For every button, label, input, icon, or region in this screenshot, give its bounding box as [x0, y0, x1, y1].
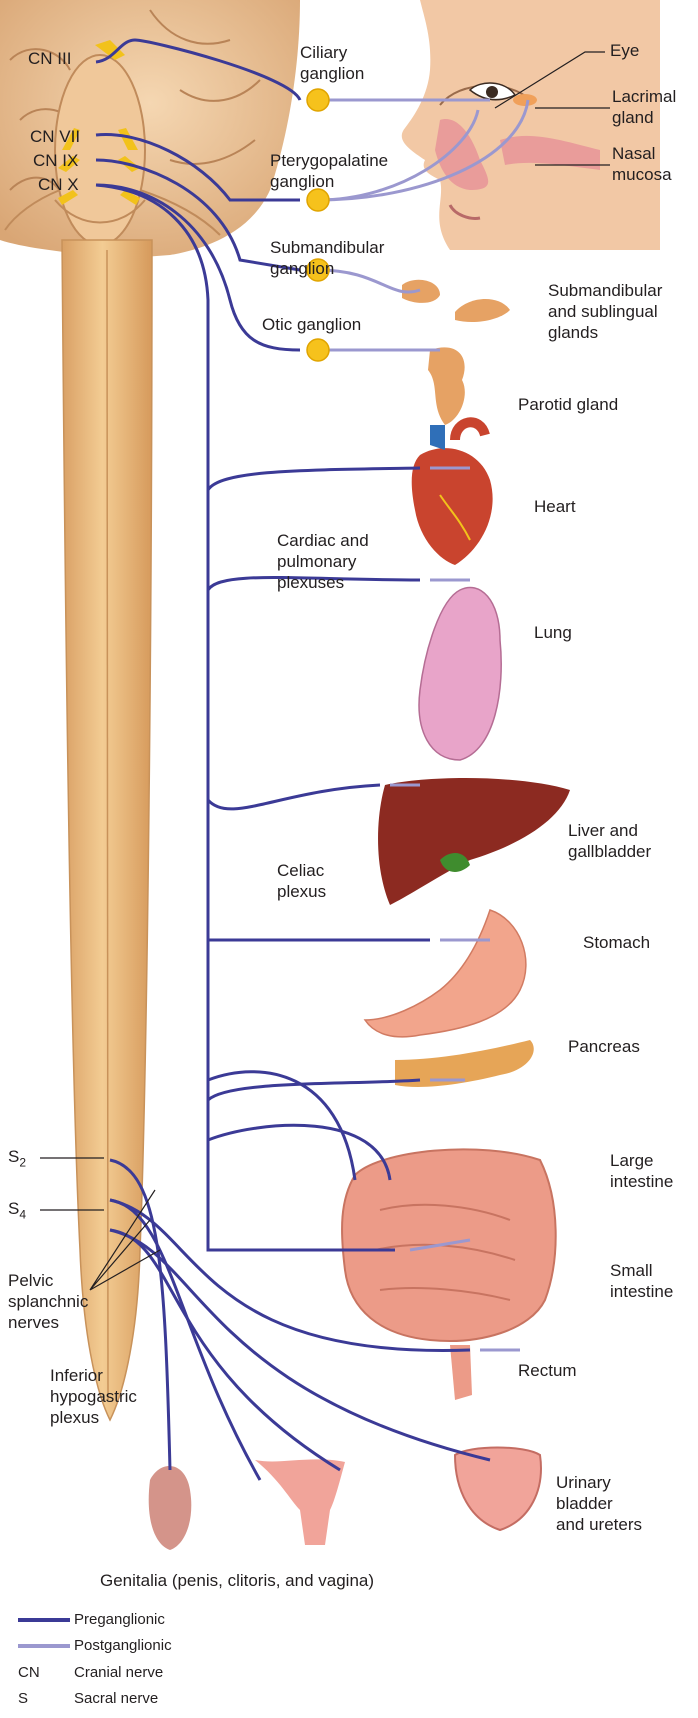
salivary-glands [402, 280, 510, 425]
genitalia-label: Genitalia (penis, clitoris, and vagina) [100, 1570, 374, 1591]
intestine-illustration [342, 1149, 556, 1341]
eye-label: Eye [610, 40, 639, 61]
legend-preganglionic: Preganglionic [74, 1611, 165, 1629]
legend-cn-text: Cranial nerve [74, 1664, 163, 1682]
stomach-label: Stomach [583, 932, 650, 953]
cn-vii-label: CN VII [30, 126, 80, 147]
heart-illustration [412, 422, 493, 565]
liver-illustration [378, 778, 570, 905]
genitalia-illustrations [149, 1448, 541, 1551]
lung-label: Lung [534, 622, 572, 643]
cn-x-label: CN X [38, 174, 79, 195]
lung-illustration [419, 587, 501, 760]
stomach-illustration [365, 910, 526, 1037]
legend-cn-abbr: CN [18, 1664, 40, 1682]
s4-label: S4 [8, 1198, 26, 1225]
cn-ix-label: CN IX [33, 150, 78, 171]
legend-s-text: Sacral nerve [74, 1690, 158, 1708]
legend-s-abbr: S [18, 1690, 28, 1708]
s2-label: S2 [8, 1146, 26, 1173]
heart-label: Heart [534, 496, 576, 517]
legend-postganglionic: Postganglionic [74, 1637, 172, 1655]
cn-iii-label: CN III [28, 48, 71, 69]
pterygopalatine-ganglion-node [307, 189, 329, 211]
parotid-gland-label: Parotid gland [518, 394, 618, 415]
pancreas-label: Pancreas [568, 1036, 640, 1057]
ciliary-ganglion-node [307, 89, 329, 111]
rectum-illustration [450, 1345, 472, 1400]
otic-ganglion-label: Otic ganglion [262, 314, 361, 335]
rectum-label: Rectum [518, 1360, 577, 1381]
otic-ganglion-node [307, 339, 329, 361]
